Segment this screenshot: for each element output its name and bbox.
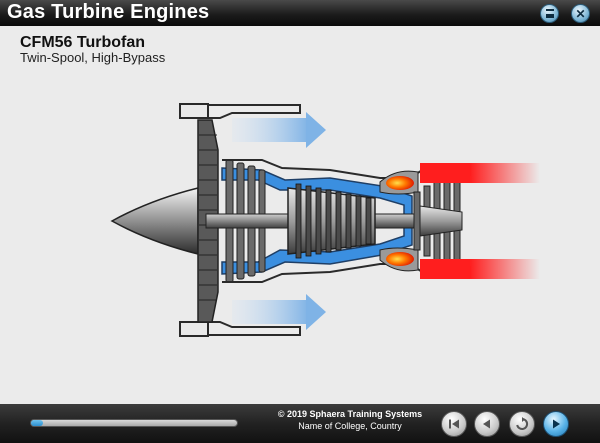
progress-fill	[31, 420, 44, 426]
slide-heading: CFM56 Turbofan	[20, 34, 146, 51]
bypass-air-top	[232, 112, 326, 148]
previous-button[interactable]	[474, 411, 500, 437]
menu-icon	[541, 5, 558, 22]
high-pressure-compressor	[287, 183, 376, 259]
combustion-chamber	[379, 170, 419, 272]
app-title: Gas Turbine Engines	[7, 1, 210, 23]
hot-exhaust	[420, 163, 540, 279]
skip-to-start-button[interactable]	[441, 411, 467, 437]
title-bar: Gas Turbine Engines ✕	[0, 0, 600, 26]
copyright-text: © 2019 Sphaera Training Systems	[277, 409, 423, 419]
skip-to-start-icon	[449, 419, 459, 429]
progress-bar[interactable]	[30, 419, 238, 427]
college-text: Name of College, Country	[298, 421, 402, 431]
next-icon	[553, 419, 560, 429]
bottom-bar: © 2019 Sphaera Training Systems Name of …	[0, 404, 600, 443]
nose-cone	[110, 187, 199, 255]
next-button[interactable]	[543, 411, 569, 437]
replay-icon	[516, 417, 529, 430]
bypass-air-bottom	[232, 294, 326, 330]
replay-button[interactable]	[509, 411, 535, 437]
menu-button[interactable]	[540, 4, 559, 23]
close-icon: ✕	[575, 6, 586, 21]
turbofan-diagram	[110, 103, 540, 337]
slide-subheading: Twin-Spool, High-Bypass	[20, 50, 166, 65]
close-button[interactable]: ✕	[571, 4, 590, 23]
nacelle-lip-top	[179, 103, 209, 119]
nacelle-lip-bottom	[179, 321, 209, 337]
previous-icon	[483, 419, 490, 429]
exhaust-cone	[419, 205, 463, 237]
